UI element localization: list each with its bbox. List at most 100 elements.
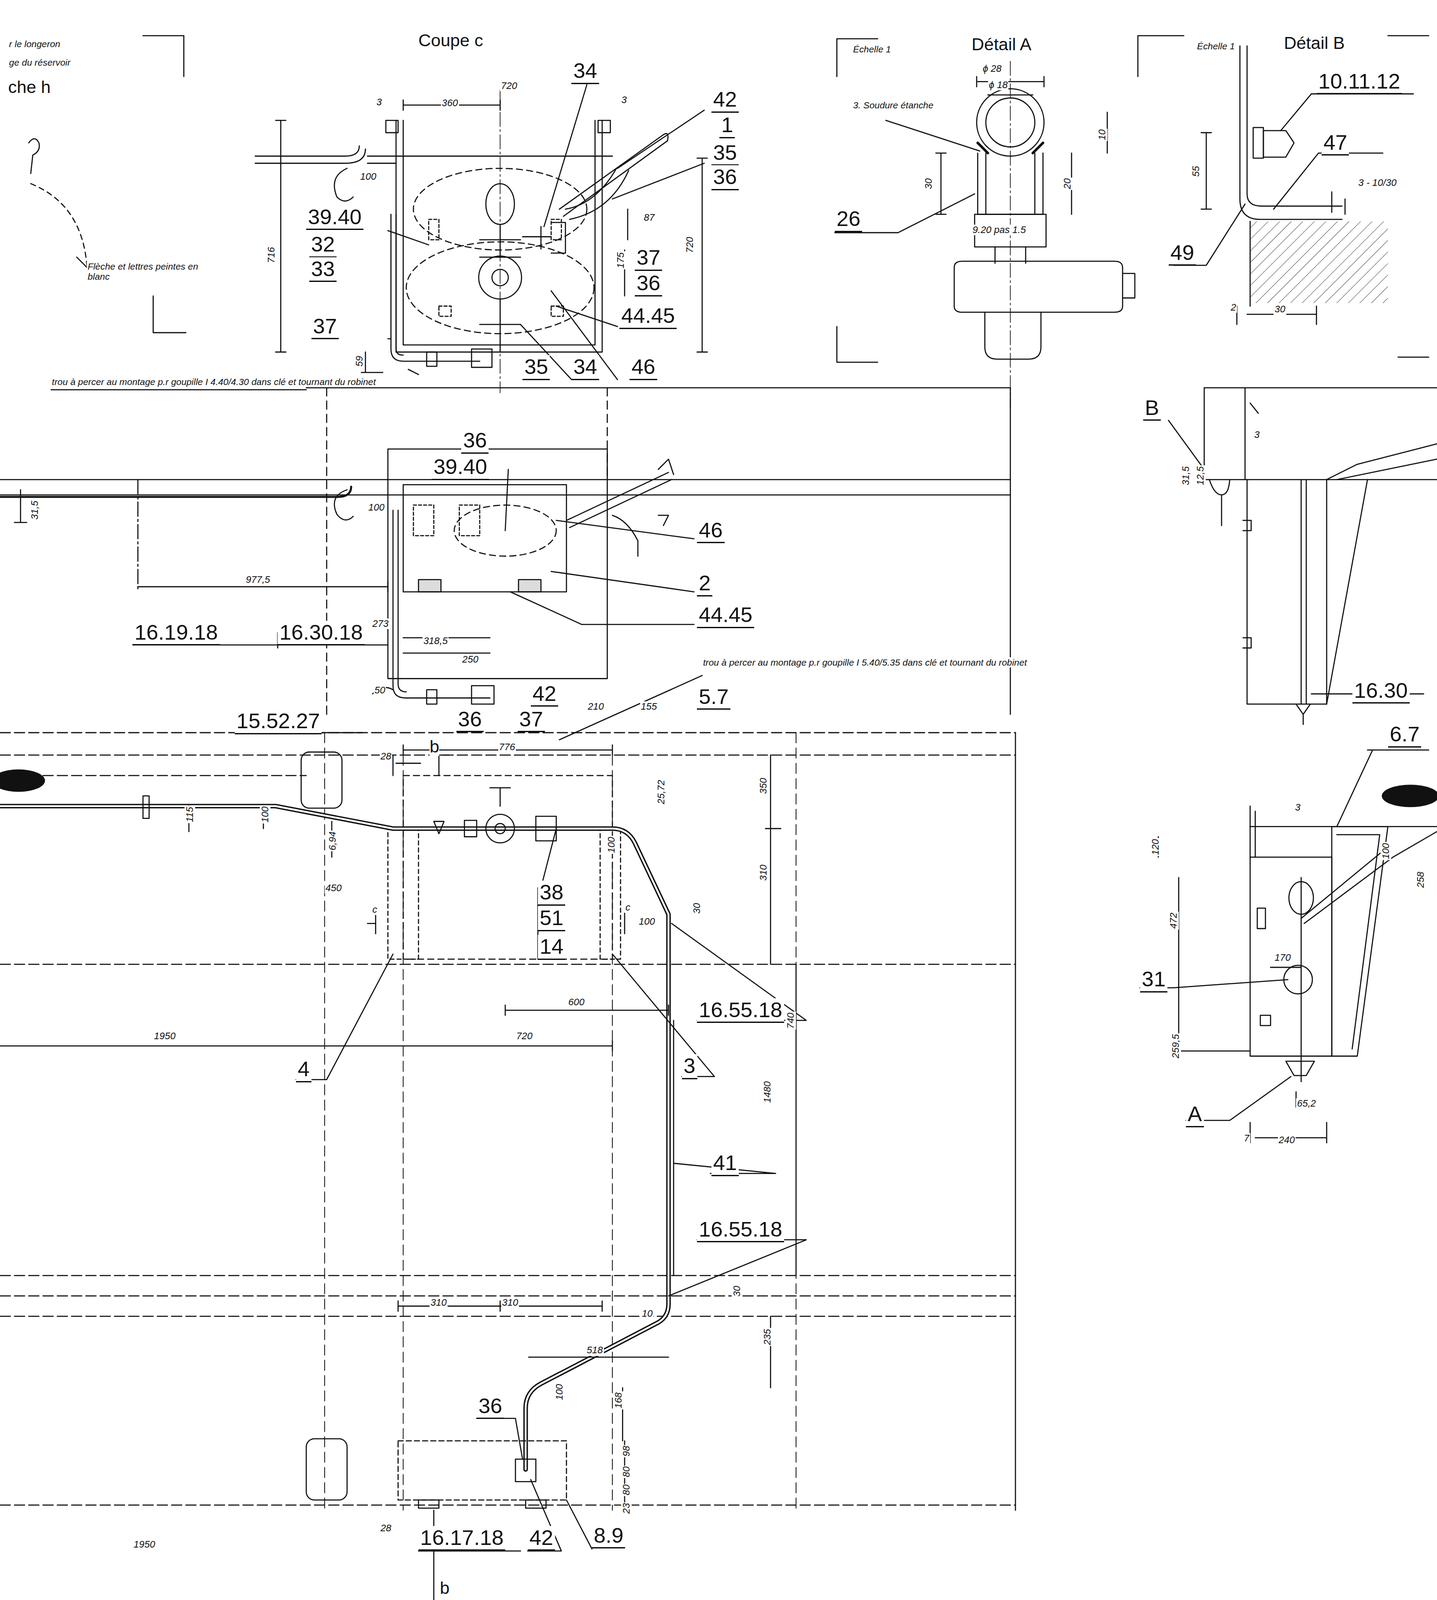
note: trou à percer au montage p.r goupille I … bbox=[51, 376, 377, 387]
callout-number: 34 bbox=[571, 355, 599, 381]
callout-number: 46 bbox=[629, 355, 657, 381]
drawing-line bbox=[1071, 112, 1108, 215]
note: trou à percer au montage p.r goupille I … bbox=[702, 657, 1028, 668]
drawing-line bbox=[143, 35, 185, 77]
dimension: 240 bbox=[1277, 1134, 1297, 1146]
dimension: 65,2 bbox=[1296, 1098, 1317, 1109]
dimension: 50 bbox=[373, 685, 386, 696]
callout-number: 4 bbox=[296, 1057, 312, 1083]
dimension: 3 bbox=[1253, 429, 1261, 441]
drawing-line bbox=[14, 489, 27, 523]
dimension: 30 bbox=[923, 177, 934, 190]
drawing-line bbox=[413, 505, 480, 536]
drawing-line bbox=[559, 134, 668, 217]
drawing-line bbox=[0, 806, 669, 1470]
dimension: 80 bbox=[621, 1465, 632, 1478]
callout-number: 36 bbox=[711, 165, 739, 191]
drawing-line bbox=[0, 806, 669, 1470]
callout-number: 42 bbox=[711, 87, 739, 113]
dimension: 3 bbox=[375, 96, 383, 108]
dimension: 10 bbox=[640, 1308, 654, 1319]
drawing-line bbox=[1300, 877, 1302, 1082]
drawing-line bbox=[0, 769, 45, 793]
drawing-line bbox=[598, 120, 611, 133]
drawing-line bbox=[485, 183, 515, 225]
drawing-line bbox=[275, 120, 286, 352]
drawing-line bbox=[1285, 1061, 1315, 1076]
dimension: 450 bbox=[324, 882, 343, 894]
drawing-line bbox=[306, 1438, 348, 1500]
callout-number: 37 bbox=[517, 707, 545, 733]
drawing-line bbox=[418, 579, 441, 593]
callout-number: 16.30.18 bbox=[277, 620, 365, 646]
dimension: 1950 bbox=[132, 1539, 156, 1550]
callout-number: 16.55.18 bbox=[696, 998, 785, 1024]
dimension: 31,5 bbox=[29, 499, 41, 521]
dimension: 31,5 bbox=[1180, 465, 1192, 486]
drawing-line bbox=[426, 689, 438, 704]
callout-number: 33 bbox=[309, 257, 337, 283]
drawing-line bbox=[30, 183, 87, 266]
dimension: 977,5 bbox=[244, 574, 271, 586]
callout-number: 2 bbox=[696, 571, 713, 597]
dimension: 6,94 bbox=[327, 830, 338, 852]
callout-number: 38 bbox=[537, 880, 566, 906]
note: Échelle 1 bbox=[1196, 40, 1236, 52]
dimension: 28 bbox=[379, 751, 393, 762]
callout-number: 8.9 bbox=[592, 1523, 626, 1549]
callout-number: 31 bbox=[1140, 967, 1168, 993]
drawing-line bbox=[1158, 836, 1250, 1051]
dimension: c bbox=[371, 904, 378, 915]
drawing-line bbox=[403, 484, 567, 592]
dimension: 30 bbox=[1273, 303, 1286, 315]
dimension: 2 bbox=[1229, 302, 1238, 313]
callout-number: 32 bbox=[309, 232, 337, 258]
drawing-line bbox=[367, 155, 613, 157]
drawing-line bbox=[334, 489, 354, 520]
dimension: 100 bbox=[606, 836, 617, 855]
dimension: 87 bbox=[643, 212, 656, 223]
callout-number: 36 bbox=[634, 271, 663, 297]
dimension: 716 bbox=[266, 246, 277, 265]
dimension: 1950 bbox=[153, 1030, 177, 1042]
drawing-line bbox=[1122, 273, 1135, 299]
drawing-line bbox=[1337, 834, 1380, 1049]
callout-number: 34 bbox=[571, 59, 599, 85]
drawing-line bbox=[1398, 356, 1429, 358]
callout-number: 15.52.27 bbox=[234, 709, 323, 735]
drawing-line bbox=[1253, 127, 1264, 159]
drawing-line bbox=[1331, 826, 1388, 1056]
drawing-line bbox=[696, 158, 708, 352]
dimension: 100 bbox=[259, 805, 271, 824]
dimension: 100 bbox=[553, 1383, 565, 1402]
note: Flèche et lettres peintes en blanc bbox=[86, 261, 212, 282]
drawing-line bbox=[1014, 732, 1017, 1511]
callout-number: 16.17.18 bbox=[418, 1525, 506, 1552]
drawing-line bbox=[0, 1504, 1016, 1506]
callout-number: A bbox=[1185, 1102, 1204, 1128]
drawing-line bbox=[599, 828, 621, 960]
dimension: 168 bbox=[613, 1391, 624, 1410]
drawing-line bbox=[834, 193, 975, 233]
dimension: 10 bbox=[1096, 128, 1108, 141]
drawing-line bbox=[566, 472, 672, 528]
drawing-line bbox=[0, 479, 1011, 496]
dimension: 250 bbox=[461, 654, 480, 665]
drawing-line bbox=[398, 1300, 603, 1312]
drawing-line bbox=[418, 1499, 547, 1509]
drawing-line bbox=[0, 732, 1016, 734]
dimension: 23 bbox=[621, 1502, 632, 1515]
dimension: 600 bbox=[567, 996, 586, 1008]
drawing-line bbox=[0, 755, 1016, 776]
callout-number: 47 bbox=[1321, 130, 1349, 156]
callout-number: 3 bbox=[681, 1054, 698, 1080]
dimension: 98 bbox=[621, 1444, 632, 1458]
dimension: 120 bbox=[1149, 838, 1161, 857]
note: 3. Soudure étanche bbox=[851, 99, 934, 111]
drawing-line bbox=[464, 820, 477, 837]
drawing-line bbox=[1249, 221, 1252, 307]
drawing-line bbox=[334, 168, 354, 201]
heading-text: Détail A bbox=[971, 34, 1032, 54]
